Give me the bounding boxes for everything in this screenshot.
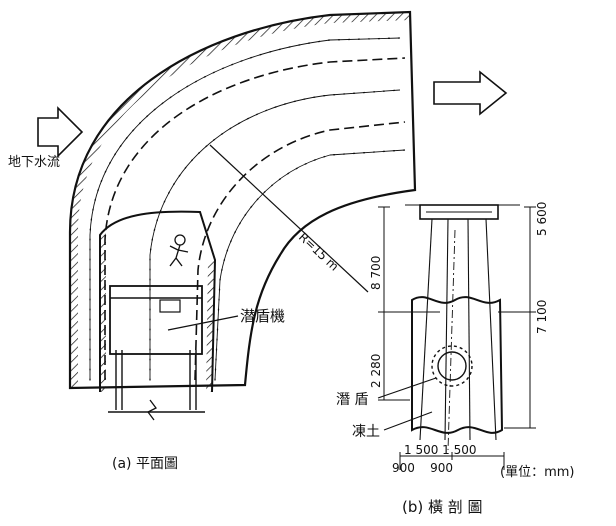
outer-hatching xyxy=(70,12,410,388)
dim-left-upper: 8 700 xyxy=(369,256,383,290)
dim-bottom-900: 900 900 xyxy=(392,461,453,475)
outer-frozen-boundary xyxy=(68,10,417,390)
inner-excavation-boundary xyxy=(99,210,217,393)
frozen-body-outline xyxy=(411,296,504,434)
freeze-pipe-line-outer xyxy=(89,37,401,381)
frozen-soil-label: 凍土 xyxy=(352,424,380,440)
shield-circle-outer xyxy=(431,345,473,387)
tunnel-line-outer xyxy=(104,57,406,380)
tunnel-centerline xyxy=(149,89,401,381)
flow-arrow-right xyxy=(433,70,508,116)
dim-bottom xyxy=(399,452,505,470)
dim-bottom-1500: 1 500 1 500 xyxy=(404,443,477,457)
unit-label: (單位：mm) xyxy=(500,465,574,480)
flow-arrow-left xyxy=(37,106,84,158)
dim-left xyxy=(378,206,440,401)
shield-circle-inner xyxy=(437,351,467,381)
dim-left-lower: 2 280 xyxy=(369,354,383,388)
worker-figure xyxy=(169,234,189,267)
radius-line xyxy=(209,144,369,293)
groundwater-flow-label: 地下水流 xyxy=(8,155,60,170)
shield-label: 潛 盾 xyxy=(336,392,368,408)
dim-right-lower: 7 100 xyxy=(535,300,549,334)
shield-machine-drawing xyxy=(108,285,205,421)
plan-caption: (a) 平面圖 xyxy=(112,456,178,472)
dim-right xyxy=(498,206,536,429)
section-caption: (b) 橫 剖 圖 xyxy=(402,498,483,516)
shield-machine-leader xyxy=(167,315,239,331)
dim-right-upper: 5 600 xyxy=(535,202,549,236)
shield-machine-label: 潜盾機 xyxy=(240,307,285,325)
radius-label: R=15 m xyxy=(296,230,342,274)
tunnel-line-inner xyxy=(194,121,406,381)
section-view: 8 700 2 280 5 600 7 100 1 500 1 500 900 … xyxy=(336,202,574,516)
